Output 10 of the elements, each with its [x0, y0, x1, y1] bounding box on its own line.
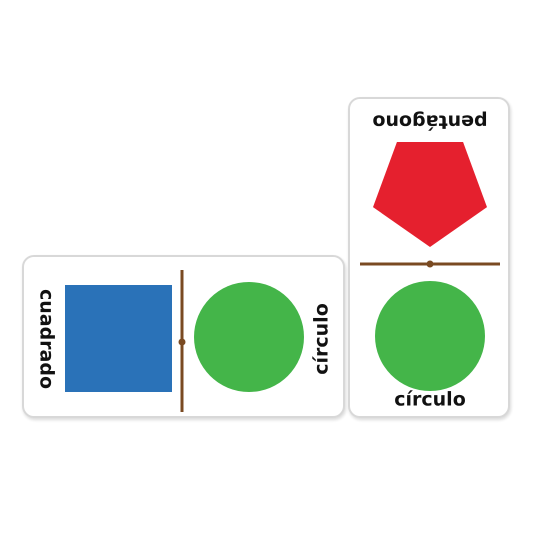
square	[65, 285, 172, 392]
shape-name: pentágono	[372, 112, 488, 130]
pentagon	[373, 142, 487, 247]
shape-name: círculo	[394, 390, 466, 410]
circle	[194, 282, 304, 392]
domino-card	[348, 97, 510, 418]
shape-name: círculo	[312, 303, 332, 375]
domino-card	[22, 255, 345, 418]
shape-name: cuadrado	[36, 288, 56, 390]
circle	[375, 281, 485, 391]
